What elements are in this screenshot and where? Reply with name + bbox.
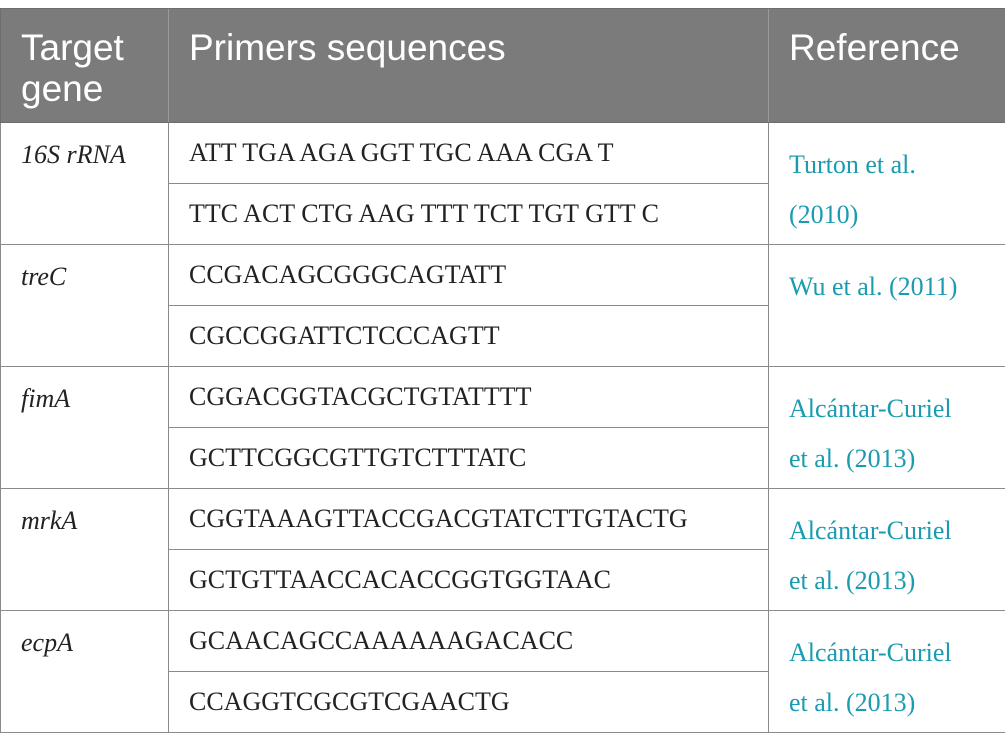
reference-line: et al. (2013)	[789, 566, 916, 595]
primer-forward-cell: CGGTAAAGTTACCGACGTATCTTGTACTG	[168, 488, 769, 550]
primer-forward-cell: GCAACAGCCAAAAAAGACACC	[168, 610, 769, 672]
table-row: 16S rRNA ATT TGA AGA GGT TGC AAA CGA T T…	[0, 122, 1005, 245]
header-reference: Reference	[768, 8, 1005, 123]
reference-link[interactable]: Wu et al. (2011)	[768, 244, 1005, 367]
reference-line: et al. (2013)	[789, 444, 916, 473]
header-target-gene: Target gene	[0, 8, 169, 123]
gene-cell: mrkA	[0, 488, 169, 611]
reference-line: Wu et al. (2011)	[789, 272, 958, 301]
reference-line: Alcántar-Curiel	[789, 516, 952, 545]
table-row: CCAGGTCGCGTCGAACTG	[1, 671, 1005, 733]
reference-line: Alcántar-Curiel	[789, 638, 952, 667]
table-header: Target gene Primers sequences Reference	[0, 8, 1005, 123]
gene-cell: ecpA	[0, 610, 169, 733]
primer-table: Target gene Primers sequences Reference …	[0, 8, 1005, 733]
reference-line: (2010)	[789, 200, 859, 229]
table-row: CGCCGGATTCTCCCAGTT	[1, 305, 1005, 367]
table-body: 16S rRNA ATT TGA AGA GGT TGC AAA CGA T T…	[0, 122, 1005, 733]
table-row: GCTTCGGCGTTGTCTTTATC	[1, 427, 1005, 489]
reference-line: Turton et al.	[789, 150, 916, 179]
reference-link[interactable]: Alcántar-Curiel et al. (2013)	[768, 610, 1005, 733]
primer-reverse-cell: CCAGGTCGCGTCGAACTG	[168, 671, 769, 733]
primer-forward-cell: ATT TGA AGA GGT TGC AAA CGA T	[168, 122, 769, 184]
primer-reverse-cell: CGCCGGATTCTCCCAGTT	[168, 305, 769, 367]
gene-cell: fimA	[0, 366, 169, 489]
header-primers-sequences: Primers sequences	[168, 8, 769, 123]
primer-reverse-cell: GCTTCGGCGTTGTCTTTATC	[168, 427, 769, 489]
gene-cell: 16S rRNA	[0, 122, 169, 245]
table-row: mrkA CGGTAAAGTTACCGACGTATCTTGTACTG Alcán…	[0, 488, 1005, 611]
table-row: TTC ACT CTG AAG TTT TCT TGT GTT C	[1, 183, 1005, 245]
primer-reverse-cell: TTC ACT CTG AAG TTT TCT TGT GTT C	[168, 183, 769, 245]
gene-cell: treC	[0, 244, 169, 367]
header-row: Target gene Primers sequences Reference	[0, 8, 1005, 123]
primer-forward-cell: CGGACGGTACGCTGTATTTT	[168, 366, 769, 428]
table-row: ecpA GCAACAGCCAAAAAAGACACC Alcántar-Curi…	[0, 610, 1005, 733]
table-row: treC CCGACAGCGGGCAGTATT Wu et al. (2011)	[0, 244, 1005, 367]
reference-line: et al. (2013)	[789, 688, 916, 717]
reference-link[interactable]: Turton et al. (2010)	[768, 122, 1005, 245]
reference-link[interactable]: Alcántar-Curiel et al. (2013)	[768, 488, 1005, 611]
primer-reverse-cell: GCTGTTAACCACACCGGTGGTAAC	[168, 549, 769, 611]
primer-forward-cell: CCGACAGCGGGCAGTATT	[168, 244, 769, 306]
reference-link[interactable]: Alcántar-Curiel et al. (2013)	[768, 366, 1005, 489]
table-row: fimA CGGACGGTACGCTGTATTTT Alcántar-Curie…	[0, 366, 1005, 489]
reference-line: Alcántar-Curiel	[789, 394, 952, 423]
